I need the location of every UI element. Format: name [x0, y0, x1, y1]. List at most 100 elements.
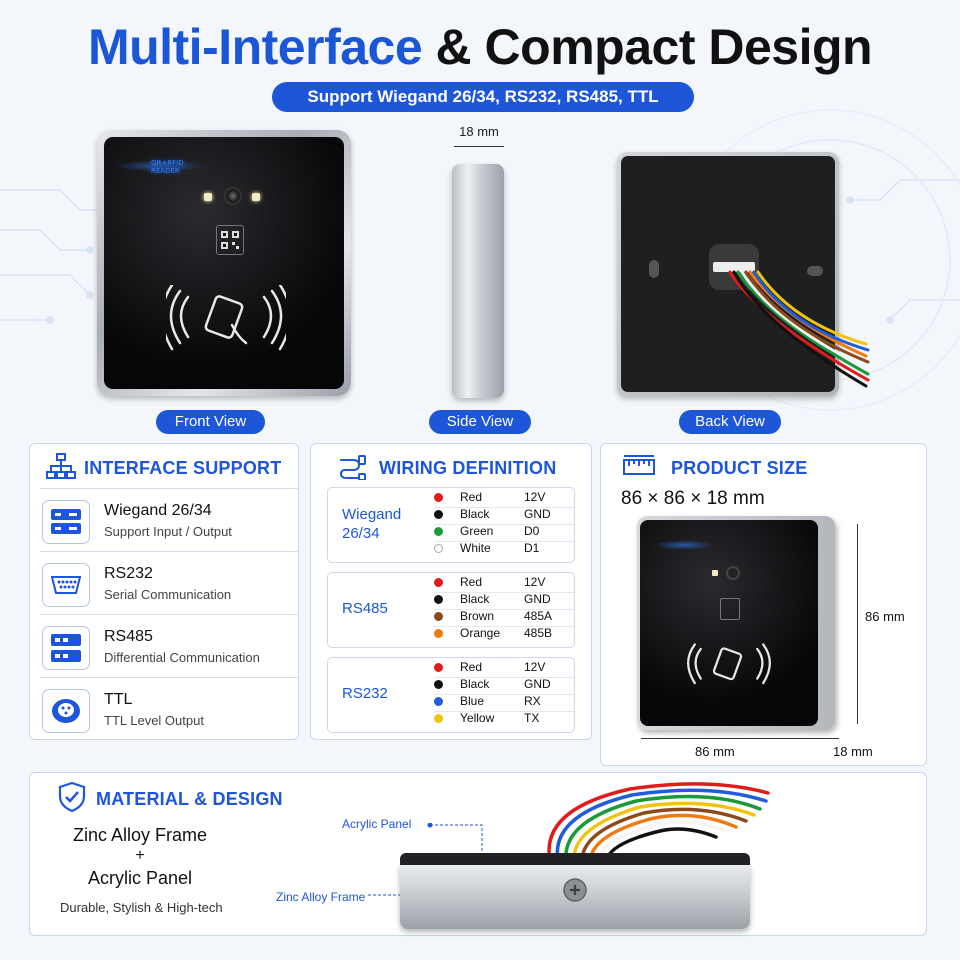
interface-name: TTL [104, 691, 133, 708]
product-size-panel: PRODUCT SIZE 86 × 86 × 18 mm 86 mm 86 mm… [600, 443, 927, 766]
wiring-group-label: RS485 [342, 600, 388, 617]
wire-color-name: Yellow [460, 711, 495, 725]
wire-color-name: Green [460, 524, 494, 538]
wire-signal: 12V [524, 490, 546, 504]
product-size-title: PRODUCT SIZE [671, 458, 808, 478]
wire-color-dot [434, 714, 443, 723]
wire-row: White D1 [434, 541, 574, 558]
material-design-title: MATERIAL & DESIGN [96, 789, 283, 809]
wire-color-name: Black [460, 592, 490, 606]
wiring-group-label-line2: 26/34 [342, 525, 380, 542]
wire-color-dot [434, 680, 443, 689]
screw-icon [563, 878, 587, 902]
wire-color-name: Black [460, 677, 490, 691]
ttl-icon [42, 689, 90, 733]
rs232-port-icon [42, 563, 90, 607]
wiring-group-label: RS232 [342, 685, 388, 702]
device-logo-line1: QR+RFID [151, 159, 184, 167]
side-dimension-line [454, 146, 504, 147]
material-note: Durable, Stylish & High-tech [60, 900, 223, 915]
interface-support-panel: INTERFACE SUPPORT Wiegand 26/34 Support … [29, 443, 299, 740]
mount-slot-left [649, 260, 659, 278]
wire-color-dot [434, 629, 443, 638]
wire-color-dot [434, 493, 443, 502]
network-icon [46, 453, 76, 479]
interface-item: TTL TTL Level Output [40, 677, 298, 739]
dimensions-text: 86 × 86 × 18 mm [621, 488, 765, 509]
acrylic-layer [400, 853, 750, 865]
camera-lens [224, 187, 242, 205]
front-view-image: QR+RFID READER [97, 130, 351, 396]
wire-color-dot [434, 527, 443, 536]
wire-color-dot [434, 544, 443, 553]
wire-color-dot [434, 612, 443, 621]
device-logo-line2: READER [151, 167, 180, 175]
wiring-definition-title: WIRING DEFINITION [379, 458, 557, 478]
wire-color-name: Orange [460, 626, 501, 640]
width-label: 86 mm [695, 744, 735, 759]
wire-row: Black GND [434, 592, 574, 609]
qr-code-icon [216, 225, 244, 255]
rs485-icon [42, 626, 90, 670]
front-view-label: Front View [156, 410, 265, 434]
depth-label: 18 mm [833, 744, 873, 759]
back-view-label: Back View [679, 410, 781, 434]
wire-color-dot [434, 663, 443, 672]
device-logo: QR+RFID READER [115, 159, 205, 175]
interface-desc: Serial Communication [104, 587, 232, 602]
subtitle-badge: Support Wiegand 26/34, RS232, RS485, TTL [272, 82, 694, 112]
wire-signal: D1 [524, 541, 540, 555]
interface-item: RS485 Differential Communication [40, 614, 298, 676]
wiring-icon [339, 455, 366, 480]
height-dimension-line [857, 524, 858, 724]
wire-color-dot [434, 595, 443, 604]
width-dimension-line [641, 738, 831, 739]
interface-desc: TTL Level Output [104, 713, 204, 728]
wire-row: Black GND [434, 507, 574, 524]
title-rest: & Compact Design [435, 19, 873, 75]
wire-signal: TX [524, 711, 540, 725]
wire-color-name: Black [460, 507, 490, 521]
material-plus: + [135, 847, 145, 864]
wire-signal: 12V [524, 660, 546, 674]
ruler-icon [623, 455, 655, 475]
wire-color-name: White [460, 541, 491, 555]
wire-color-name: Red [460, 575, 483, 589]
wire-color-dot [434, 510, 443, 519]
back-wires [728, 270, 870, 388]
material-wires [547, 782, 770, 863]
shield-icon [58, 781, 86, 813]
wire-signal: GND [524, 592, 551, 606]
interface-name: RS485 [104, 628, 153, 645]
interface-desc: Support Input / Output [104, 524, 232, 539]
wire-signal: 485A [524, 609, 553, 623]
wiegand-icon [42, 500, 90, 544]
interface-name: Wiegand 26/34 [104, 502, 212, 519]
interface-item: Wiegand 26/34 Support Input / Output [40, 488, 298, 550]
wire-color-dot [434, 697, 443, 706]
depth-dimension-line [813, 738, 839, 739]
height-label: 86 mm [865, 609, 905, 624]
side-view-image [452, 164, 504, 398]
side-thickness-label: 18 mm [459, 124, 499, 139]
wire-signal: RX [524, 694, 541, 708]
wire-signal: GND [524, 507, 551, 521]
led-right [252, 193, 260, 201]
interface-name: RS232 [104, 565, 153, 582]
size-device-image [637, 516, 835, 730]
wiring-group-label-line1: Wiegand [342, 506, 402, 523]
nfc-card-icon [166, 285, 286, 351]
acrylic-panel-callout: Acrylic Panel [342, 817, 412, 831]
wire-color-name: Red [460, 660, 483, 674]
wire-row: Yellow TX [434, 711, 574, 728]
zinc-alloy-frame-callout: Zinc Alloy Frame [276, 890, 366, 904]
